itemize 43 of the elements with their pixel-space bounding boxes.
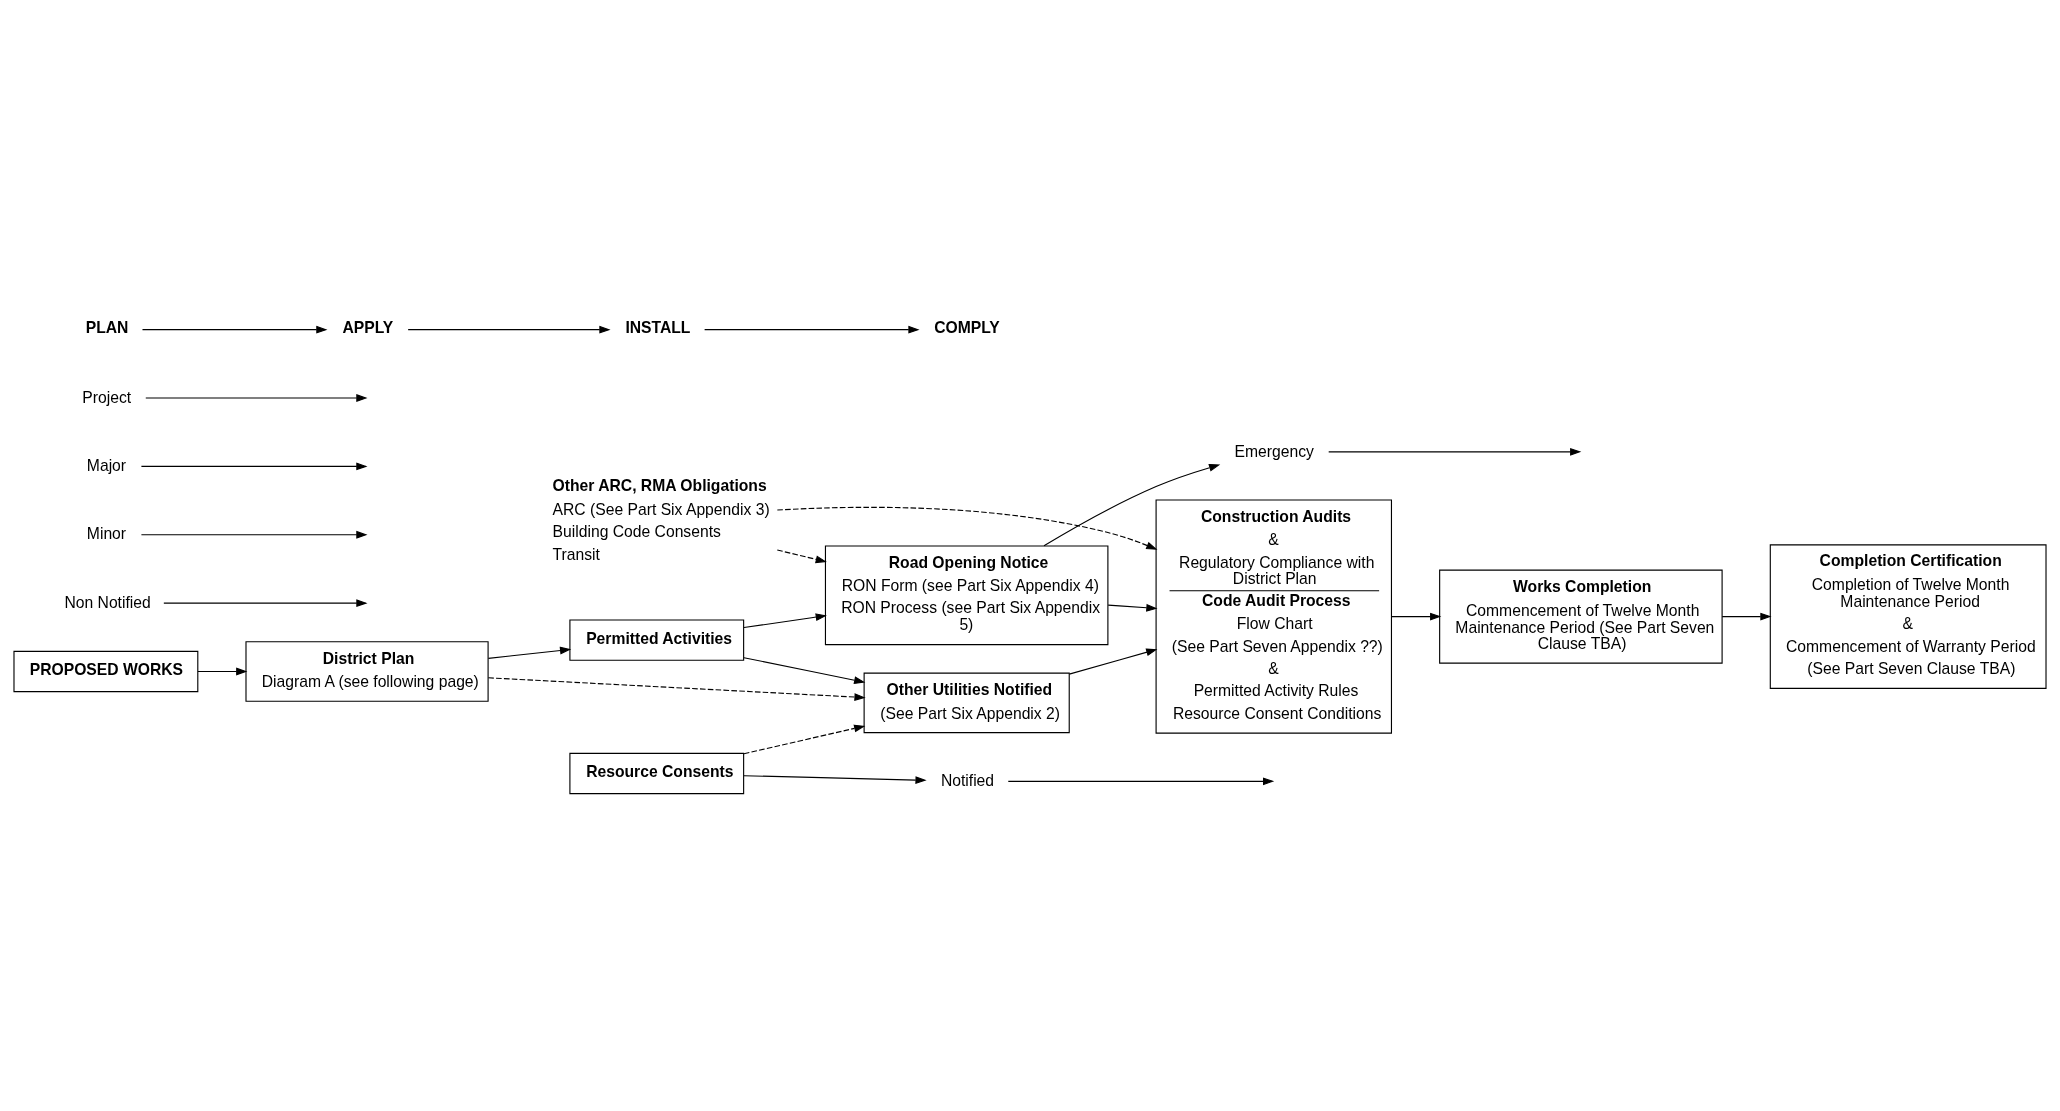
- node-box: PROPOSED WORKS: [13, 650, 199, 693]
- node-box: Construction Audits & Regulatory Compliance with District Plan Code Audit Process Flow Chart (See Part Seven Appendix ??) & Permitted Activity Rules Resource Consent Conditions: [1155, 499, 1392, 734]
- arrow: [743, 613, 827, 629]
- arrow: [1068, 648, 1158, 675]
- node-text: Project: [82, 388, 132, 406]
- arrow: [776, 549, 827, 564]
- arrow: [1107, 603, 1158, 612]
- node-text: APPLY: [342, 319, 394, 337]
- node-text: Notified: [940, 772, 995, 790]
- node-box: District Plan Diagram A (see following page): [245, 641, 489, 702]
- node-box: Permitted Activities: [569, 619, 745, 661]
- arrow: [743, 775, 927, 784]
- arrow: [776, 506, 1158, 550]
- arrow: [1721, 612, 1772, 621]
- arrow: [704, 325, 920, 334]
- arrow: [163, 599, 368, 608]
- arrow: [743, 724, 866, 755]
- arrow: [1043, 463, 1221, 547]
- arrow: [1007, 777, 1275, 786]
- arrow: [141, 325, 328, 334]
- node-text: COMPLY: [934, 319, 1000, 337]
- arrow: [487, 646, 572, 659]
- node-text: Non Notified: [64, 593, 151, 611]
- arrow: [197, 667, 248, 676]
- node-box: Completion Certification Completion of Twelve Month Maintenance Period & Commencement of Warranty Period (See Part Seven Clause TBA): [1769, 544, 2047, 689]
- arrow: [1391, 612, 1442, 621]
- arrow: [1328, 447, 1582, 456]
- arrow: [145, 394, 368, 402]
- node-text: INSTALL: [625, 319, 691, 337]
- node-text: Other ARC, RMA Obligations ARC (See Part Six Appendix 3) Building Code Consents Transit: [552, 477, 770, 563]
- node-box: Other Utilities Notified (See Part Six Appendix 2): [863, 672, 1070, 734]
- arrow: [743, 657, 866, 685]
- node-text: PLAN: [85, 319, 129, 337]
- arrow: [407, 325, 611, 334]
- arrow: [140, 530, 368, 539]
- node-text: Emergency: [1234, 442, 1314, 460]
- node-box: Works Completion Commencement of Twelve Month Maintenance Period (See Part Seven Clause TBA): [1439, 569, 1723, 664]
- node-box: Road Opening Notice RON Form (see Part Six Appendix 4) RON Process (see Part Six Appendix 5): [824, 545, 1109, 646]
- node-text: Minor: [86, 525, 127, 543]
- node-box: Resource Consents: [569, 752, 745, 795]
- node-text: Major: [86, 457, 127, 475]
- arrow: [140, 462, 368, 471]
- arrow: [487, 677, 866, 701]
